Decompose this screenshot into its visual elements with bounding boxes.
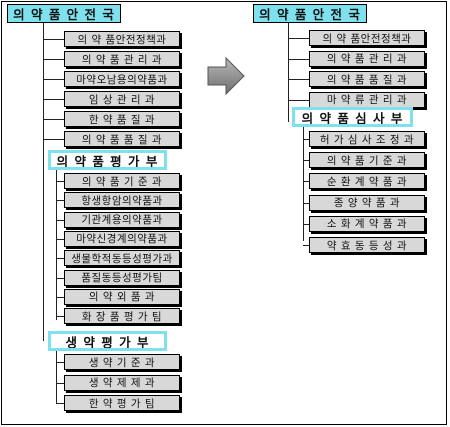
dept-box: 의 약 품 기 준 과 bbox=[64, 173, 180, 189]
dept-box: 생물학적동등성평가과 bbox=[64, 250, 180, 267]
connector-line bbox=[56, 382, 64, 384]
connector-line bbox=[56, 296, 64, 298]
connector-line bbox=[288, 99, 309, 101]
right-group1-title: 의 약 품 심 사 부 bbox=[292, 107, 413, 127]
connector-line bbox=[288, 38, 309, 39]
connector-line bbox=[303, 139, 309, 140]
dept-box: 생 약 기 준 과 bbox=[64, 354, 180, 370]
dept-box: 마약오남용의약품과 bbox=[64, 71, 180, 87]
dept-box: 마 약 류 관 리 과 bbox=[309, 91, 425, 108]
dept-box: 소 화 계 약 품 과 bbox=[309, 215, 425, 232]
connector-line bbox=[43, 39, 64, 40]
right-trunk-line bbox=[288, 23, 289, 122]
dept-box: 기관계용의약품과 bbox=[64, 211, 180, 228]
left-root: 의 약 품 안 전 국 bbox=[7, 4, 121, 23]
left-group2-line bbox=[56, 351, 57, 404]
dept-box: 임 상 관 리 과 bbox=[64, 91, 180, 107]
connector-line bbox=[56, 362, 64, 363]
left-group2-title: 생 약 평 가 부 bbox=[48, 331, 167, 351]
dept-box: 마약신경계의약품과 bbox=[64, 230, 180, 247]
dept-box: 종 양 약 품 과 bbox=[309, 194, 425, 211]
dept-box: 의 약 품 관 리 과 bbox=[309, 50, 425, 67]
dept-box: 의 약 품안전정책과 bbox=[309, 30, 425, 46]
dept-box: 품질동등성평가팀 bbox=[64, 269, 180, 286]
connector-line bbox=[56, 238, 64, 240]
dept-box: 의 약 품 기 준 과 bbox=[309, 152, 425, 169]
left-group1-line bbox=[56, 170, 57, 320]
connector-line bbox=[56, 219, 64, 221]
connector-line bbox=[288, 79, 309, 80]
connector-line bbox=[303, 202, 309, 204]
connector-line bbox=[43, 99, 64, 100]
dept-box: 화 장 품 평 가 팀 bbox=[64, 308, 180, 325]
connector-line bbox=[56, 181, 64, 182]
connector-line bbox=[56, 258, 64, 260]
left-trunk-line bbox=[43, 23, 44, 341]
connector-line bbox=[288, 58, 309, 60]
dept-box: 의 약 품 품 질 과 bbox=[309, 71, 425, 87]
connector-line bbox=[56, 316, 64, 318]
dept-box: 의 약 품안전정책과 bbox=[64, 31, 180, 47]
dept-box: 약 효 동 등 성 과 bbox=[309, 237, 425, 253]
right-arrow-icon bbox=[207, 56, 245, 96]
right-root: 의 약 품 안 전 국 bbox=[253, 4, 367, 23]
left-group1-title: 의 약 품 평 가 부 bbox=[48, 150, 167, 170]
dept-box: 항생항암의약품과 bbox=[64, 192, 180, 209]
connector-line bbox=[303, 223, 309, 225]
connector-line bbox=[56, 403, 64, 404]
connector-line bbox=[43, 119, 64, 120]
dept-box: 의 약 외 품 과 bbox=[64, 288, 180, 305]
connector-line bbox=[303, 245, 309, 246]
connector-line bbox=[56, 200, 64, 202]
connector-line bbox=[56, 277, 64, 279]
connector-line bbox=[43, 59, 64, 60]
right-group1-line bbox=[303, 127, 304, 241]
dept-box: 생 약 제 제 과 bbox=[64, 374, 180, 391]
dept-box: 의 약 품 품 질 과 bbox=[64, 131, 180, 147]
connector-line bbox=[303, 160, 309, 162]
dept-box: 의 약 품 관 리 과 bbox=[64, 51, 180, 67]
connector-line bbox=[303, 181, 309, 183]
dept-box: 허 가 심 사 조 정 과 bbox=[309, 131, 425, 147]
dept-box: 한 약 평 가 팀 bbox=[64, 395, 180, 411]
connector-line bbox=[43, 79, 64, 80]
dept-box: 순 환 계 약 품 과 bbox=[309, 173, 425, 190]
connector-line bbox=[43, 139, 64, 140]
dept-box: 한 약 품 질 과 bbox=[64, 111, 180, 127]
